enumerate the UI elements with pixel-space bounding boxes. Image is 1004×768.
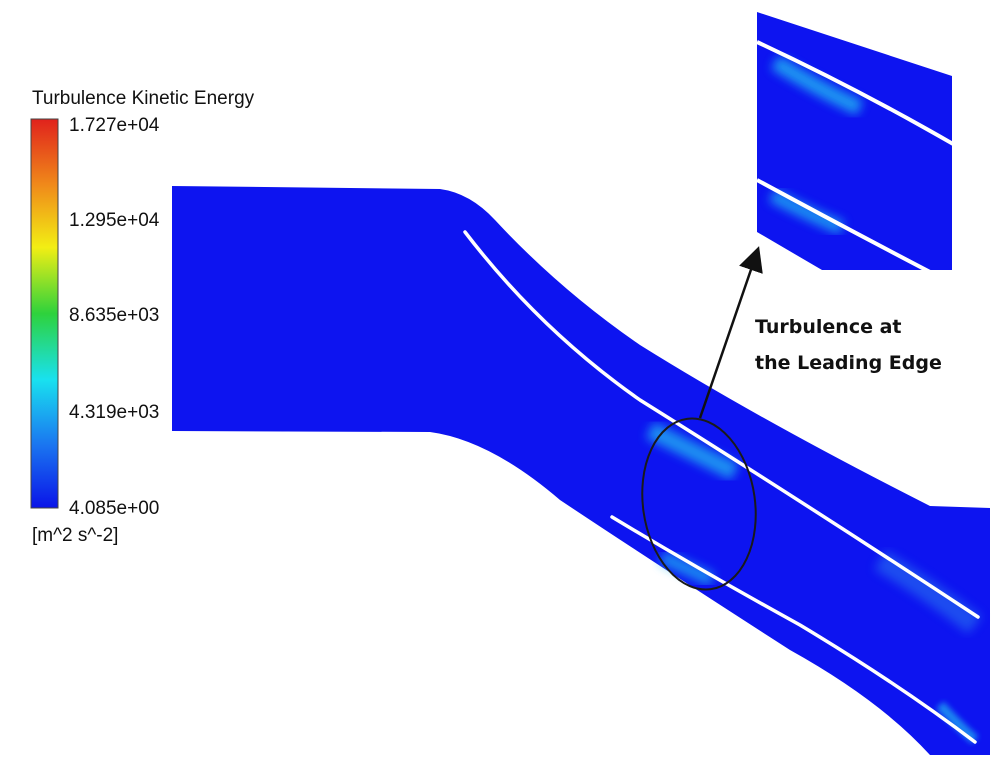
- legend-tick-4: 4.319e+03: [69, 402, 159, 423]
- lower-blade: [610, 515, 977, 744]
- legend-title: Turbulence Kinetic Energy: [32, 88, 255, 109]
- color-bar: [30, 118, 59, 509]
- inset-upper-blade: [757, 40, 952, 150]
- legend-unit: [m^2 s^-2]: [32, 525, 118, 546]
- inset-glow-upper: [770, 55, 864, 116]
- flow-domain: [172, 186, 990, 755]
- highlight-ellipse: [641, 417, 757, 591]
- legend-tick-min: 4.085e+00: [69, 498, 159, 519]
- legend: Turbulence Kinetic Energy 1.727e+04 1.29…: [30, 88, 255, 546]
- turbulence-glow-upper: [645, 421, 739, 481]
- upper-blade: [463, 230, 980, 619]
- inset-zoom: [757, 12, 952, 270]
- wake-glow-lower: [936, 701, 979, 744]
- inset-glow-lower: [768, 188, 845, 235]
- inset-lower-blade: [757, 178, 931, 270]
- turbulence-glow-lower: [659, 550, 715, 587]
- flow-field: [172, 186, 990, 755]
- annotation: Turbulence at the Leading Edge: [755, 316, 942, 374]
- annotation-line-1: Turbulence at: [755, 316, 902, 338]
- legend-tick-max: 1.727e+04: [69, 115, 160, 136]
- legend-tick-2: 1.295e+04: [69, 210, 160, 231]
- annotation-line-2: the Leading Edge: [755, 352, 942, 374]
- wake-glow-upper: [874, 550, 982, 634]
- callout-arrow: [698, 246, 763, 419]
- legend-tick-3: 8.635e+03: [69, 305, 159, 326]
